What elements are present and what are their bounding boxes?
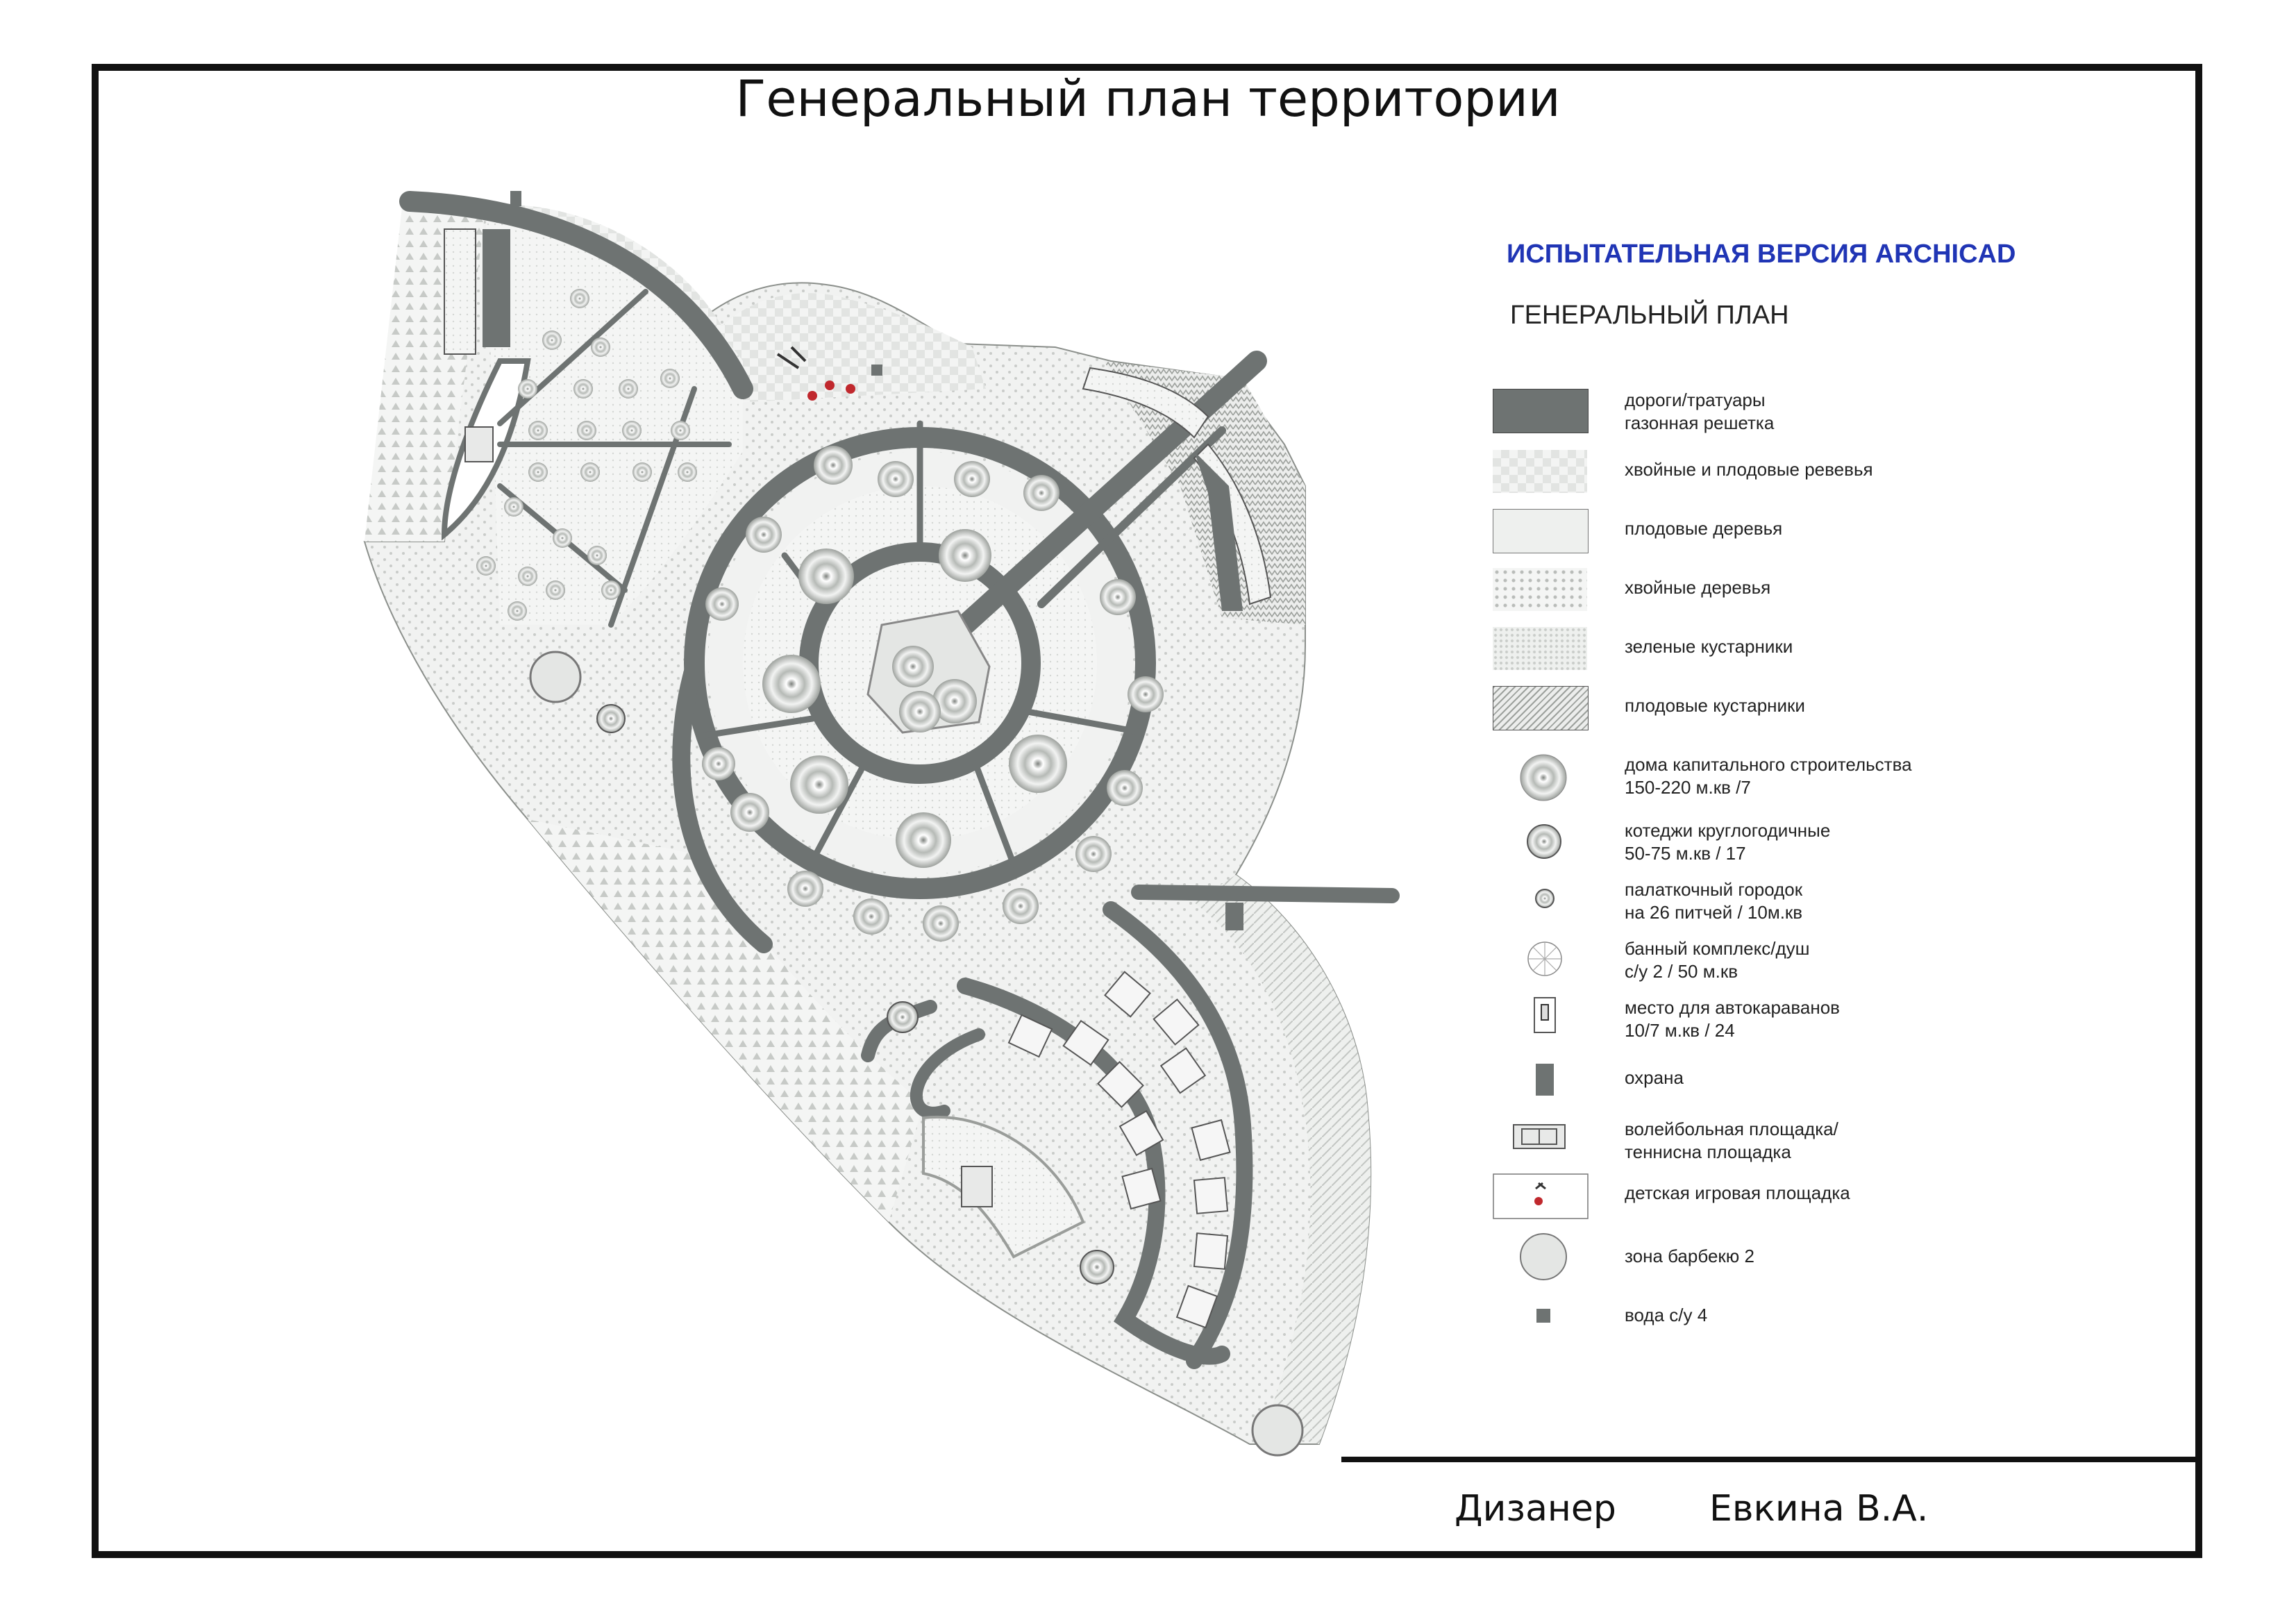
cottage-icon <box>1128 676 1164 712</box>
legend-item-conifers: хвойные деревья <box>1493 568 2187 623</box>
designer-label: Дизанер <box>1455 1488 1616 1530</box>
playground-icon <box>776 346 855 401</box>
legend-label: котеджи круглогодичные 50-75 м.кв / 17 <box>1625 820 1831 864</box>
legend-item-tents: палаткочный городок на 26 питчей / 10м.к… <box>1493 878 2187 934</box>
legend-item-capital-houses: дома капитального строительства 150-220 … <box>1493 753 2187 809</box>
bath-complex-icon <box>596 704 626 733</box>
drawing-frame <box>92 64 2202 1558</box>
legend-label: дороги/тратуары газонная решетка <box>1625 390 1775 433</box>
tent-pitch-icon <box>1535 889 1555 908</box>
cottage-icon <box>954 461 990 497</box>
house-icon <box>790 755 848 814</box>
bath-complex-icon <box>1527 941 1562 976</box>
legend-item-green-shrubs: зеленые кустарники <box>1493 627 2187 683</box>
house-icon <box>1009 735 1067 793</box>
facilities <box>464 346 1243 1033</box>
caravan-spots-south <box>1007 971 1231 1329</box>
house-icon <box>798 549 854 604</box>
bbq-zone-icon <box>1251 1404 1304 1457</box>
title-block-line <box>1341 1457 2199 1462</box>
legend-item-water: вода с/у 4 <box>1493 1298 2187 1354</box>
cottage-icon <box>1100 579 1136 615</box>
conifer-swatch-icon <box>1493 568 1587 611</box>
legend-label: плодовые деревья <box>1625 518 1783 539</box>
cottage-icon <box>1023 475 1059 511</box>
cottage-icon <box>1527 824 1561 859</box>
legend-item-fruit-trees: плодовые деревья <box>1493 509 2187 564</box>
court-icon <box>961 1166 993 1207</box>
trial-version-watermark: ИСПЫТАТЕЛЬНАЯ ВЕРСИЯ ARCHICAD <box>1507 240 2016 269</box>
cottage-icon <box>702 747 735 780</box>
legend-item-caravans: место для автокараванов 10/7 м.кв / 24 <box>1493 996 2187 1052</box>
water-icon <box>871 365 882 376</box>
legend-label: волейбольная площадка/ теннисна площадка <box>1625 1119 1838 1162</box>
fruit-shrub-swatch-icon <box>1493 686 1589 730</box>
caravan-row-east <box>1082 367 1272 611</box>
legend-item-bbq: зона барбекю 2 <box>1493 1232 2187 1288</box>
green-shrub-swatch-icon <box>1493 627 1587 670</box>
fruit-tree-swatch-icon <box>1493 509 1589 553</box>
cottage-icon <box>705 587 739 621</box>
caravan-spot-icon <box>1534 997 1556 1033</box>
legend-label: плодовые кустарники <box>1625 695 1805 716</box>
legend-label: дома капитального строительства 150-220 … <box>1625 754 1912 798</box>
legend-label: банный комплекс/душ с/у 2 / 50 м.кв <box>1625 938 1810 982</box>
bbq-zones <box>529 651 1304 1457</box>
central-fountain <box>866 610 991 734</box>
legend-label: зеленые кустарники <box>1625 636 1793 657</box>
legend-label: палаткочный городок на 26 питчей / 10м.к… <box>1625 879 1803 923</box>
house-icon <box>939 529 991 582</box>
legend-item-security: охрана <box>1493 1062 2187 1118</box>
legend-label: детская игровая площадка <box>1625 1182 1850 1203</box>
capital-houses <box>702 446 1164 941</box>
cottage-icon <box>1003 888 1039 924</box>
legend-label: хвойные и плодовые ревевья <box>1625 459 1873 480</box>
caravan-row-north <box>444 191 521 355</box>
legend-label: хвойные деревья <box>1625 577 1771 598</box>
house-icon <box>762 655 821 713</box>
legend-item-courts: волейбольная площадка/ теннисна площадка <box>1493 1118 2187 1173</box>
bbq-zone-icon <box>529 651 582 703</box>
south-plaza <box>922 1115 1114 1284</box>
large-house-icon <box>1520 754 1567 801</box>
court-icon <box>464 426 494 462</box>
legend-item-playground: детская игровая площадка <box>1493 1173 2187 1229</box>
cottage-icon <box>814 446 853 485</box>
legend-item-bath: банный комплекс/душ с/у 2 / 50 м.кв <box>1493 937 2187 993</box>
legend-label: охрана <box>1625 1067 1684 1088</box>
water-icon <box>1536 1309 1550 1323</box>
page-title: Генеральный план территории <box>735 69 1561 128</box>
legend-item-fruit-shrubs: плодовые кустарники <box>1493 686 2187 742</box>
security-icon <box>1536 1064 1554 1096</box>
legend-label: вода с/у 4 <box>1625 1305 1708 1325</box>
cottage-icon <box>878 461 914 497</box>
legend-heading: ГЕНЕРАЛЬНЫЙ ПЛАН <box>1510 301 1789 330</box>
cottage-icon <box>787 871 823 907</box>
tent-pitches <box>476 289 697 621</box>
legend-item-cottages: котеджи круглогодичные 50-75 м.кв / 17 <box>1493 819 2187 875</box>
legend-label: зона барбекю 2 <box>1625 1246 1754 1266</box>
cottage-icon <box>730 793 769 832</box>
conifer-fruit-swatch-icon <box>1493 450 1587 493</box>
court-icon <box>1513 1124 1566 1149</box>
playground-icon <box>1493 1173 1589 1219</box>
designer-name: Евкина В.А. <box>1709 1488 1929 1530</box>
bbq-zone-icon <box>1520 1233 1567 1280</box>
road-swatch-icon <box>1493 389 1589 433</box>
cottage-icon <box>853 898 889 935</box>
bath-complex-icon <box>887 1001 919 1033</box>
legend-item-roads: дороги/тратуары газонная решетка <box>1493 389 2187 444</box>
cottage-icon <box>746 517 782 553</box>
security-icon <box>1225 903 1243 930</box>
cottage-icon <box>1107 770 1143 806</box>
legend-label: место для автокараванов 10/7 м.кв / 24 <box>1625 997 1840 1041</box>
cottage-icon <box>923 905 959 941</box>
cottage-icon <box>1075 836 1112 872</box>
bath-complex-icon <box>1080 1250 1114 1284</box>
house-icon <box>896 812 951 868</box>
legend-item-conifer-fruit: хвойные и плодовые ревевья <box>1493 450 2187 505</box>
